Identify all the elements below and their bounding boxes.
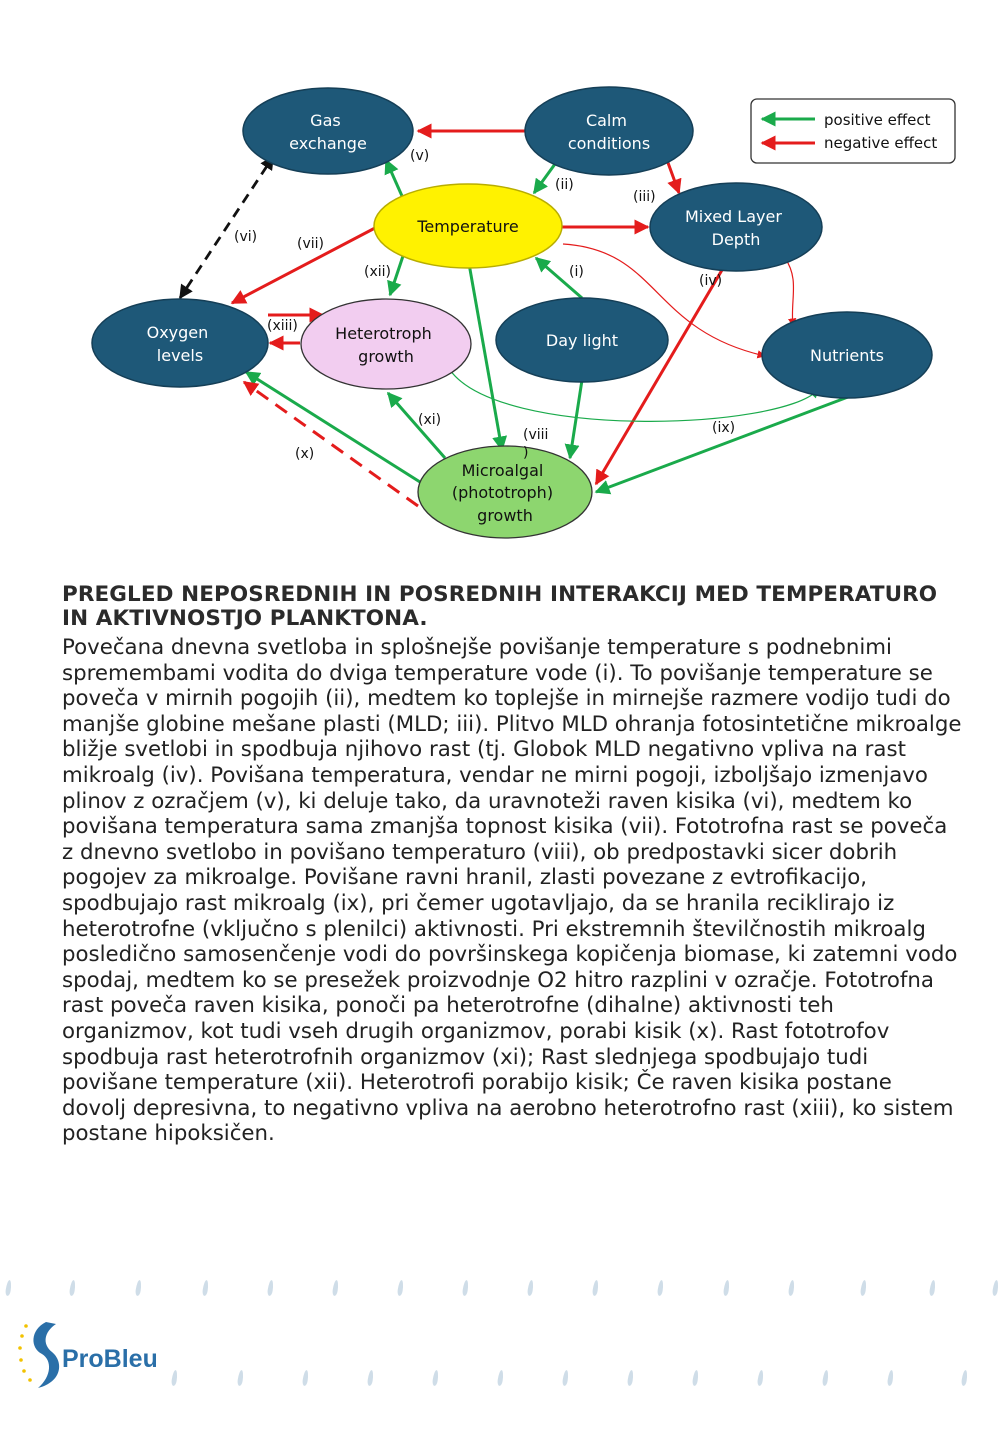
node-temperature-line1: Temperature [416,217,518,236]
label-vi: (vi) [234,229,257,245]
svg-text:Heterotroph growth: Heterotroph growth [335,324,437,366]
node-heterotroph-growth: Heterotroph growth [300,298,472,390]
edge-daylight-microalgal [564,379,584,460]
node-heterotroph-line2: growth [358,347,414,366]
node-oxygen-levels: Oxygen levels [91,298,269,388]
legend-negative-label: negative effect [824,134,937,152]
edge-mld-nutrients [784,257,797,327]
section-body: Povečana dnevna svetloba in splošnejše p… [62,635,962,1147]
node-mixed-layer-depth: Mixed Layer Depth [649,182,823,272]
label-viii-b: ) [523,445,528,461]
edge-temperature-gas [384,158,404,197]
edge-labels: (i) (ii) (iii) (iv) (v) (vi) (vii) (viii… [234,148,735,462]
label-i: (i) [569,264,584,280]
edges [178,123,849,508]
svg-text:Temperature: Temperature [416,217,518,236]
edge-daylight-temperature [534,256,583,300]
node-heterotroph-line1: Heterotroph [335,324,432,343]
edge-microalgal-oxygen-pos [244,370,421,484]
section-heading: PREGLED NEPOSREDNIH IN POSREDNIH INTERAK… [62,582,938,631]
label-ix: (ix) [712,420,735,436]
node-daylight-line1: Day light [546,331,618,350]
edge-microalgal-heterotroph [386,391,447,459]
label-xii: (xii) [364,264,391,280]
edge-nutrients-microalgal [594,395,849,495]
edge-temperature-microalgal [466,257,508,452]
logo-text: ProBleu [62,1345,156,1373]
text-section: PREGLED NEPOSREDNIH IN POSREDNIH INTERAK… [62,583,962,1147]
edge-calm-temperature [532,163,557,195]
node-gas-exchange: Gas exchange [242,87,414,175]
label-x: (x) [295,446,314,462]
svg-text:Gas exchange: Gas exchange [289,111,367,153]
node-calm-conditions: Calm conditions [524,86,694,176]
node-oxygen-line1: Oxygen [147,323,209,342]
node-temperature: Temperature [373,183,563,269]
label-iii: (iii) [633,189,656,205]
label-v: (v) [410,148,429,164]
interaction-diagram: Gas exchange Calm conditions Temperature… [91,86,956,539]
edge-temperature-heterotroph [387,255,405,297]
edge-temperature-nutrients [562,243,766,359]
label-viii-a: (viii [523,427,548,443]
node-mld-line2: Depth [712,230,761,249]
label-vii: (vii) [297,236,324,252]
logo-star-ring [18,1324,32,1382]
node-nutrients-line1: Nutrients [810,346,884,365]
node-calm-conditions-line1: Calm [586,111,627,130]
node-day-light: Day light [495,297,669,383]
label-xiii: (xiii) [267,318,298,334]
node-nutrients: Nutrients [761,311,933,399]
node-calm-conditions-line2: conditions [568,134,650,153]
label-ii: (ii) [555,177,574,193]
edge-gas-oxygen [178,155,274,300]
legend-positive-label: positive effect [824,111,931,129]
node-microalgal-line3: growth [477,506,533,525]
svg-text:Microalgal (phototroph): Microalgal (phototroph) growth [452,461,558,525]
label-xi: (xi) [418,412,441,428]
svg-text:Nutrients: Nutrients [810,346,884,365]
node-microalgal-line2: (phototroph) [452,483,553,502]
node-gas-exchange-line2: exchange [289,134,367,153]
edge-mld-microalgal [594,269,724,486]
svg-text:Calm conditions: Calm conditions [568,111,650,153]
label-iv: (iv) [699,273,722,289]
svg-text:Mixed Layer Depth: Mixed Layer Depth [685,207,787,249]
edge-heterotroph-nutrients [449,369,819,422]
probleu-logo: ProBleu [18,1322,156,1388]
legend: positive effect negative effect [750,98,956,164]
node-oxygen-line2: levels [157,346,203,365]
node-microalgal-line1: Microalgal [462,461,544,480]
node-gas-exchange-line1: Gas [310,111,341,130]
logo-wave-dot [47,1333,57,1343]
node-microalgal-growth: Microalgal (phototroph) growth [417,445,593,539]
edge-temperature-oxygen [230,226,376,305]
node-mld-line1: Mixed Layer [685,207,782,226]
logo-wave-mark [33,1322,60,1388]
edge-calm-mld [665,159,682,195]
svg-text:Day light: Day light [546,331,618,350]
svg-text:Oxygen levels: Oxygen levels [147,323,214,365]
edge-microalgal-oxygen-neg [242,380,419,508]
